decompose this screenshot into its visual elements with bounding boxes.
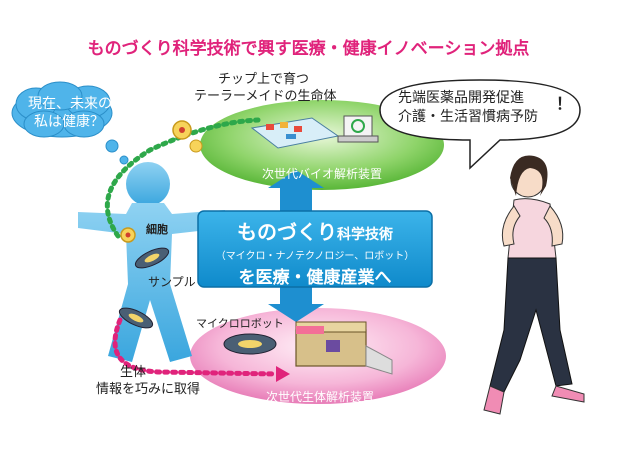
bio-device-label: 次世代バイオ解析装置 (262, 167, 383, 181)
sample-label: サンプル (148, 275, 196, 289)
speech-text-line1: 先端医薬品開発促進 (398, 90, 524, 106)
microrobot-label: マイクロロボット (196, 317, 284, 330)
center-line3: を医療・健康産業へ (238, 268, 392, 288)
human-figure (78, 162, 225, 362)
bio-device-ellipse (200, 100, 444, 190)
speech-bubble (379, 79, 581, 170)
chip-text-line2: テーラーメイドの生命体 (194, 89, 337, 104)
green-dotted-path (104, 117, 261, 239)
chip-device-icon (250, 115, 379, 149)
speech-exclamation: ！ (556, 94, 573, 113)
chip-text-line1: チップ上で育つ (218, 72, 310, 87)
cloud-text-line2: 私は健康？ (34, 114, 104, 130)
body-info-line2: 情報を巧みに取得 (96, 382, 201, 397)
center-line2: （マイクロ・ナノテクノロジー、ロボット） (215, 251, 415, 262)
center-line1-small: 科学技術 (337, 227, 393, 243)
cloud-text-line1: 現在、未来の (28, 96, 112, 112)
speech-text-line2: 介護・生活習慣病予防 (398, 109, 538, 125)
cell-label: 細胞 (146, 223, 168, 236)
center-line1-main: ものづくり (237, 220, 337, 244)
runner-woman-figure (483, 155, 585, 415)
page-title: ものづくり科学技術で興す医療・健康イノベーション拠点 (87, 39, 530, 59)
cell-marker (120, 120, 203, 243)
health-thought-cloud (11, 81, 129, 165)
body-info-line1: 生体 (120, 365, 147, 380)
living-device-label: 次世代生体解析装置 (266, 390, 375, 404)
center-box: ものづくり科学技術 （マイクロ・ナノテクノロジー、ロボット） を医療・健康産業へ (198, 211, 432, 288)
sample-robot-icon (118, 247, 170, 329)
microrobot-device-icon (223, 321, 393, 375)
pink-arrow-head (276, 366, 290, 382)
center-box-bg (197, 210, 433, 288)
pink-dotted-path (112, 317, 279, 377)
